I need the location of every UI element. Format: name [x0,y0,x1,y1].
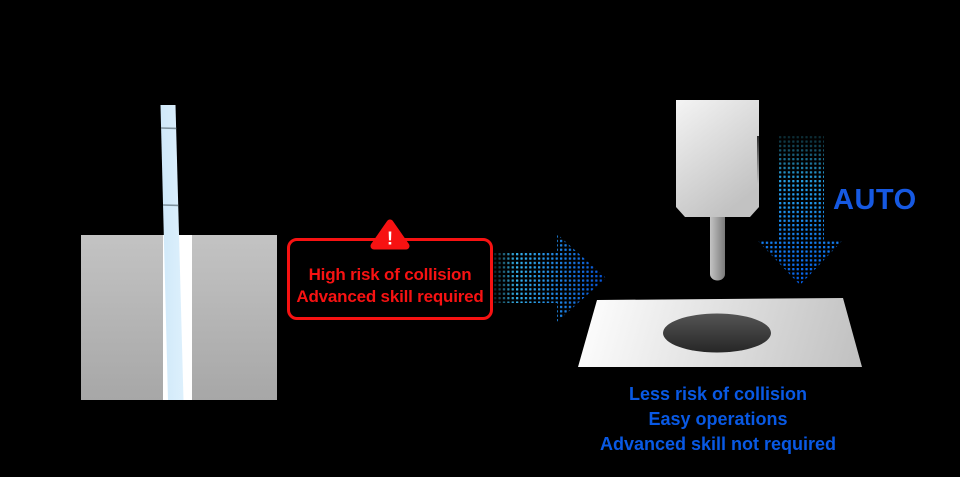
manual-machine-illustration [81,105,277,400]
dotted-arrow-down-icon [757,136,843,285]
benefit-line-1: Less risk of collision [628,384,808,404]
cutting-tool [160,105,184,400]
machined-pocket [663,313,771,353]
benefit-line-3: Advanced skill not required [599,434,837,454]
benefit-line-2: Easy operations [648,409,788,429]
warning-triangle-icon: ! [370,219,410,250]
warning-line-1: High risk of collision [308,265,472,284]
warning-callout: High risk of collision Advanced skill re… [287,238,493,320]
spindle-head [676,100,759,217]
warning-exclamation: ! [387,229,393,249]
auto-mode-label: AUTO [833,184,917,216]
benefits-text: Less risk of collision Easy operations A… [558,382,878,457]
spindle-tool [710,217,725,281]
dotted-arrow-right-icon [494,231,606,325]
warning-line-2: Advanced skill required [296,287,484,306]
auto-machine-illustration [578,100,862,367]
warning-triangle-shape [370,219,410,250]
